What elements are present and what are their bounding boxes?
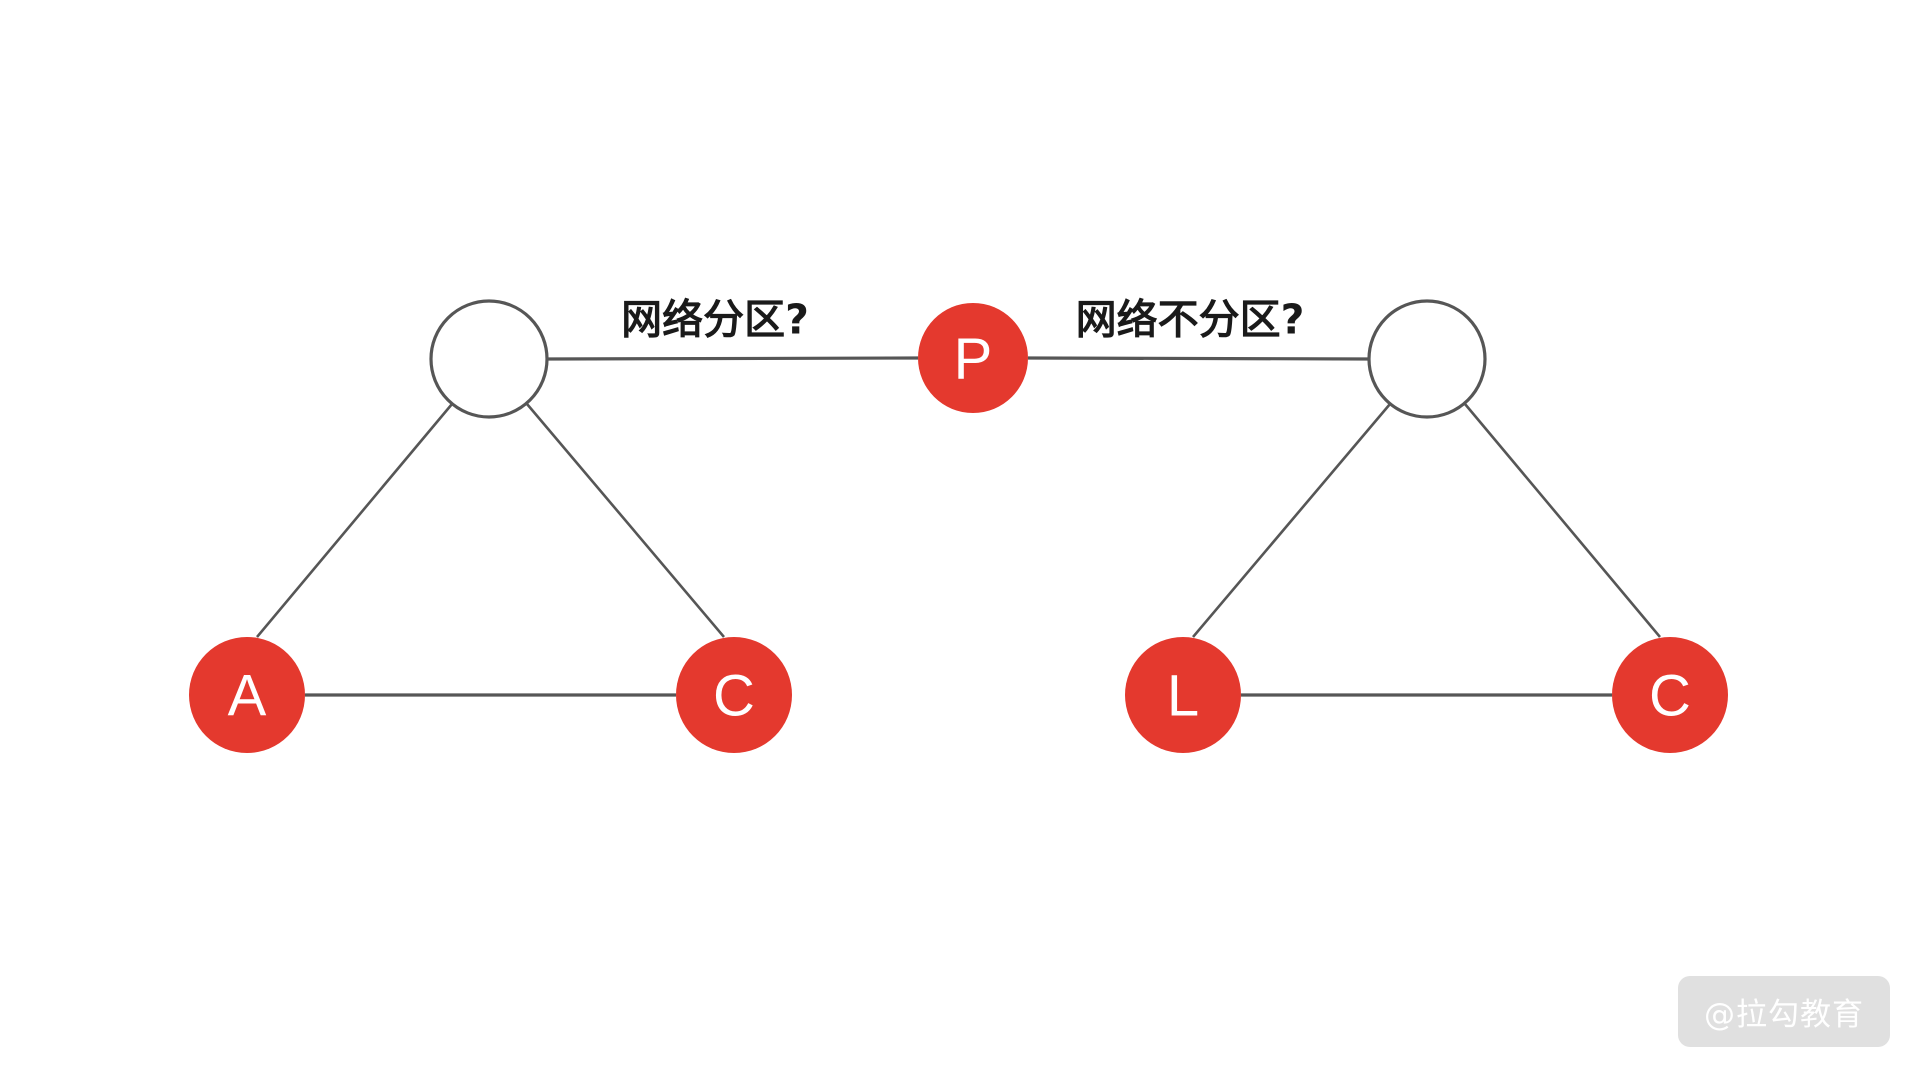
left-caption: 网络分区? [621,295,809,344]
node-label-left-a: A [228,664,267,729]
nodes-group: A C P L C [189,299,1728,753]
node-left-apex[interactable] [429,299,549,419]
node-circle-left-apex [429,299,549,419]
right-caption: 网络不分区? [1075,295,1305,344]
node-right-apex[interactable] [1367,299,1487,419]
node-circle-center-p [918,303,1028,413]
node-circle-right-c [1612,637,1728,753]
node-label-right-l: L [1167,664,1199,729]
node-right-c[interactable]: C [1612,637,1728,753]
edge-right-apex-to-c [1464,403,1661,638]
edge-left-apex-to-c [526,403,725,638]
node-label-left-c: C [713,664,755,729]
watermark-label: @拉勾教育 [1704,997,1864,1033]
node-label-center-p: P [954,327,993,392]
node-left-c[interactable]: C [676,637,792,753]
node-circle-left-c [676,637,792,753]
edges-group [256,356,1661,697]
watermark-badge: @拉勾教育 [1678,976,1890,1047]
node-circle-right-l [1125,637,1241,753]
node-circle-left-a [189,637,305,753]
node-center-p[interactable]: P [918,303,1028,413]
node-circle-right-apex [1367,299,1487,419]
edge-left-apex-to-p [546,356,919,361]
node-label-right-c: C [1649,664,1691,729]
edge-right-apex-to-l [1192,403,1391,638]
edge-left-apex-to-a [256,403,453,638]
edge-p-to-right-apex [1027,356,1370,361]
node-left-a[interactable]: A [189,637,305,753]
node-right-l[interactable]: L [1125,637,1241,753]
